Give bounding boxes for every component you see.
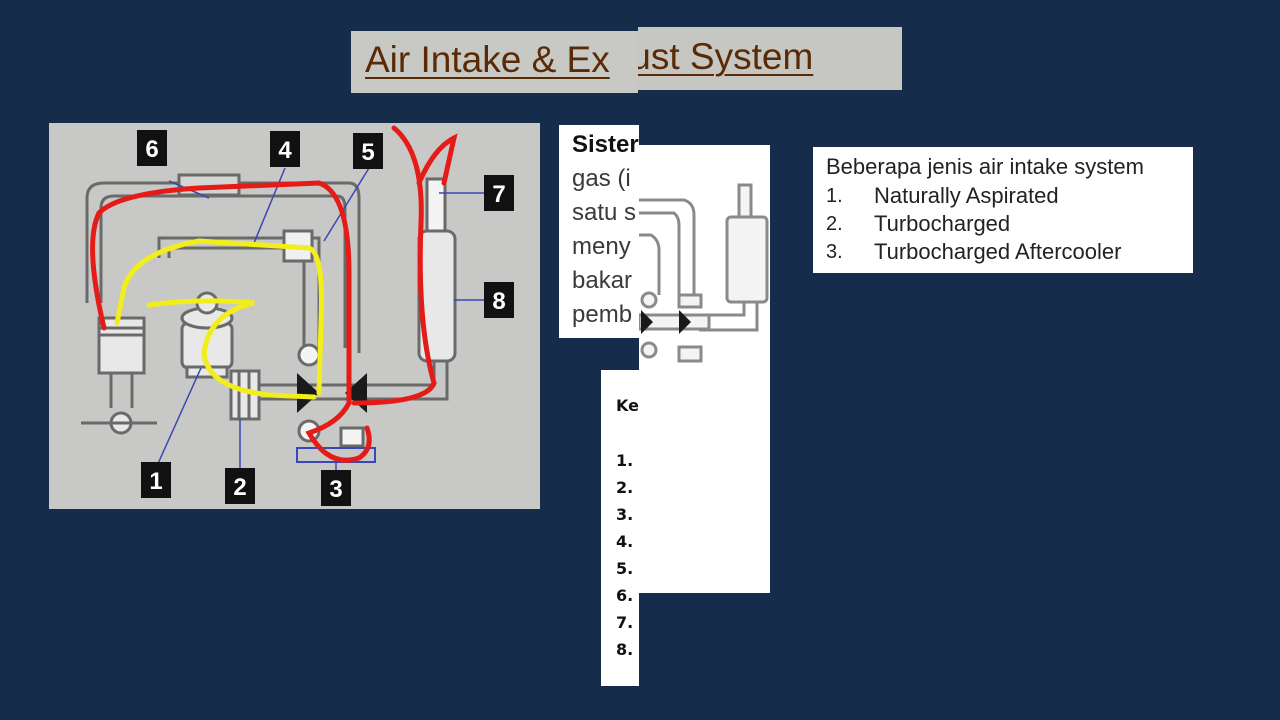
list-number-8: 8.: [616, 640, 634, 659]
list-number-1: 1.: [616, 451, 634, 470]
list-number-3: 3.: [616, 505, 634, 524]
intake-type-number-2: 2.: [826, 213, 843, 235]
description-line-1: Sister: [572, 131, 639, 158]
description-line-3: satu s: [572, 199, 637, 226]
description-text-box: Sister gas (i satu s meny bakar pemb: [559, 125, 639, 338]
description-line-5: bakar: [572, 267, 633, 294]
description-line-4: meny: [572, 233, 631, 260]
intake-type-turbocharged: Turbocharged: [874, 211, 1011, 236]
intake-type-turbocharged-aftercooler: Turbocharged Aftercooler: [874, 239, 1122, 264]
label-7: 7: [492, 181, 505, 208]
engine-diagram-svg: 6 4 5 7 8 1 2 3: [81, 125, 514, 506]
blank-panel: [639, 365, 770, 593]
label-8: 8: [492, 288, 505, 315]
list-number-6: 6.: [616, 586, 634, 605]
engine-diagram: 6 4 5 7 8 1 2 3: [49, 123, 540, 509]
label-1: 1: [149, 468, 162, 495]
description-line-6: pemb: [572, 301, 633, 328]
slide-title-part1: Air Intake & Ex: [365, 39, 610, 80]
label-5: 5: [361, 139, 374, 166]
label-6: 6: [145, 136, 158, 163]
label-3: 3: [329, 476, 342, 503]
label-2: 2: [233, 474, 246, 501]
intake-type-naturally-aspirated: Naturally Aspirated: [874, 183, 1059, 208]
list-heading: Ke: [616, 396, 639, 415]
list-number-5: 5.: [616, 559, 634, 578]
intake-types-heading: Beberapa jenis air intake system: [826, 154, 1144, 179]
diagram-fragment: [639, 145, 770, 365]
description-line-2: gas (i: [572, 165, 631, 192]
intake-types-box: Beberapa jenis air intake system 1. Natu…: [813, 147, 1193, 273]
intake-type-number-1: 1.: [826, 185, 843, 207]
slide-title-full: Air Intake & Exaust System: [638, 36, 814, 77]
numbered-list-fragment: Ke 1. 2. 3. 4. 5. 6. 7. 8.: [601, 370, 639, 686]
list-number-2: 2.: [616, 478, 634, 497]
diagram-fragment-svg: [639, 183, 769, 363]
intake-type-number-3: 3.: [826, 241, 843, 263]
list-number-4: 4.: [616, 532, 634, 551]
label-4: 4: [278, 137, 292, 164]
list-number-7: 7.: [616, 613, 634, 632]
title-panel-right: Air Intake & Exaust System: [638, 27, 902, 90]
title-panel-left: Air Intake & Ex: [351, 31, 638, 93]
